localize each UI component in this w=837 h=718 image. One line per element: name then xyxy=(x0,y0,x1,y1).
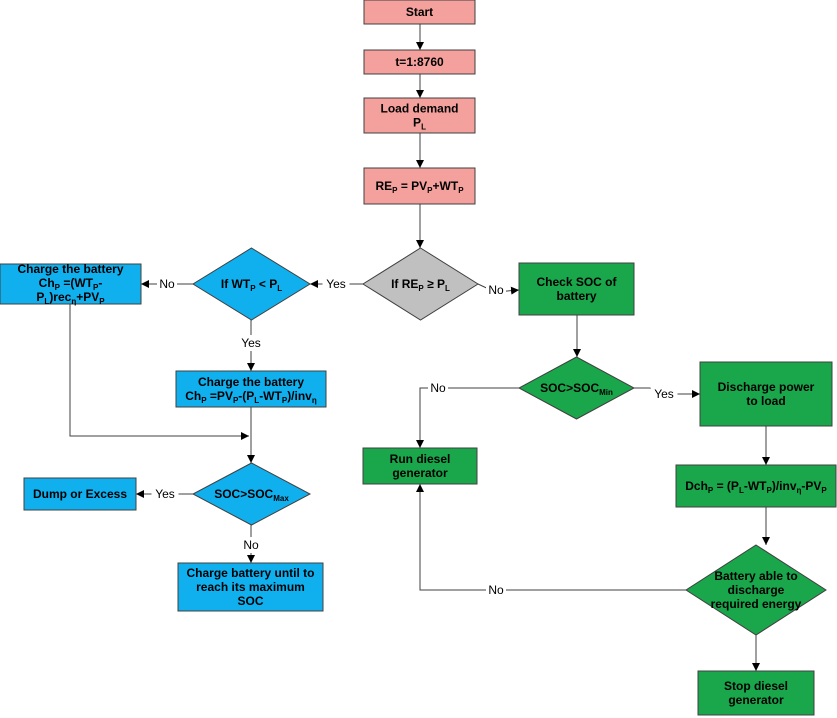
edge-able-diesel xyxy=(416,484,686,591)
svg-text:No: No xyxy=(488,583,504,597)
edge-label-able-no: No xyxy=(486,582,506,598)
node-check-soc-shape xyxy=(518,262,635,316)
node-able-text-line: discharge xyxy=(728,583,785,597)
node-charge-until-text-line: SOC xyxy=(237,594,263,608)
node-charge-until-text-line: Charge battery until to xyxy=(186,566,314,580)
node-dch: DchP = (PL-WTP)/invη-PVP xyxy=(675,464,837,508)
node-able-shape xyxy=(685,544,827,636)
node-stop-text-line: Stop diesel xyxy=(724,679,788,693)
node-charge-until-shape xyxy=(177,562,324,612)
node-discharge-text-line: to load xyxy=(746,394,785,408)
node-start: Start xyxy=(363,0,476,25)
node-loop-text-line: t=1:8760 xyxy=(395,55,444,69)
node-rep-text-line: REP = PVP+WTP xyxy=(375,179,464,195)
node-soc-max: SOC>SOCMax xyxy=(191,462,312,526)
node-discharge-shape xyxy=(699,361,833,427)
edge-socmin-diesel xyxy=(416,387,519,448)
node-if-re-shape xyxy=(362,247,479,321)
edge-label-socmin-yes: Yes xyxy=(650,386,678,402)
node-charge1-text-line: Charge the battery xyxy=(17,262,123,276)
node-if-wt-text-line: If WTP < PL xyxy=(221,277,282,293)
node-able-text-line: required energy xyxy=(711,597,802,611)
edge-label-wt-no: No xyxy=(157,276,177,292)
node-dump-shape xyxy=(23,477,137,511)
node-start-shape xyxy=(363,0,476,25)
edge-label-socmax-no: No xyxy=(241,537,261,553)
node-run-diesel-shape xyxy=(362,447,478,485)
node-soc-min-text-line: SOC>SOCMin xyxy=(540,381,613,397)
node-soc-min-shape xyxy=(517,356,636,420)
node-run-diesel-text-line: generator xyxy=(392,466,448,480)
edge-label-socmin-no: No xyxy=(428,380,448,396)
node-charge2-text-line: Charge the battery xyxy=(198,375,304,389)
svg-text:No: No xyxy=(488,283,504,297)
node-load-shape xyxy=(363,97,476,134)
svg-text:Yes: Yes xyxy=(654,387,674,401)
svg-text:No: No xyxy=(430,381,446,395)
node-run-diesel-text-line: Run diesel xyxy=(390,452,451,466)
node-loop: t=1:8760 xyxy=(363,49,476,75)
node-able-text-line: Battery able to xyxy=(714,569,797,583)
edge-label-socmax-yes: Yes xyxy=(151,486,179,502)
node-check-soc-text-line: battery xyxy=(556,289,596,303)
edge-charge1-merge xyxy=(69,304,249,440)
svg-text:Yes: Yes xyxy=(155,487,175,501)
node-soc-max-shape xyxy=(191,462,312,526)
node-if-wt: If WTP < PL xyxy=(192,247,311,321)
node-dch-shape xyxy=(675,464,837,508)
node-stop-shape xyxy=(697,670,815,716)
node-charge2-shape xyxy=(175,370,327,408)
node-check-soc-text-line: Check SOC of xyxy=(536,275,617,289)
node-if-re: If REP ≥ PL xyxy=(362,247,479,321)
node-stop-text-line: generator xyxy=(728,693,784,707)
svg-text:No: No xyxy=(159,277,175,291)
node-if-wt-shape xyxy=(192,247,311,321)
node-load-text-line: Load demand xyxy=(380,102,458,116)
node-rep-shape xyxy=(363,167,476,205)
svg-text:Yes: Yes xyxy=(326,277,346,291)
node-dump: Dump or Excess xyxy=(23,477,137,511)
node-dump-text-line: Dump or Excess xyxy=(33,487,127,501)
node-charge-until-text-line: reach its maximum xyxy=(196,580,305,594)
node-if-re-text-line: If REP ≥ PL xyxy=(391,277,450,293)
node-charge1-text-line: PL)recη+PVP xyxy=(36,290,105,306)
svg-text:No: No xyxy=(243,538,259,552)
edge-label-wt-yes: Yes xyxy=(237,335,265,351)
svg-text:Yes: Yes xyxy=(241,336,261,350)
node-soc-max-text-line: SOC>SOCMax xyxy=(214,487,289,503)
node-charge1-text-line: ChP =(WTP- xyxy=(39,276,103,292)
node-charge1-shape xyxy=(0,263,142,305)
node-charge2-text-line: ChP =PVP-(PL-WTP)/invη xyxy=(185,389,317,405)
node-rep: REP = PVP+WTP xyxy=(363,167,476,205)
edge-label-re-yes: Yes xyxy=(322,276,350,292)
edge-label-re-no: No xyxy=(486,282,506,298)
node-dch-text-line: DchP = (PL-WTP)/invη-PVP xyxy=(685,479,827,495)
node-soc-min: SOC>SOCMin xyxy=(517,356,636,420)
node-discharge-text-line: Discharge power xyxy=(718,380,815,394)
node-loop-shape xyxy=(363,49,476,75)
node-start-text-line: Start xyxy=(406,5,433,19)
node-load-text-line: PL xyxy=(413,116,426,132)
